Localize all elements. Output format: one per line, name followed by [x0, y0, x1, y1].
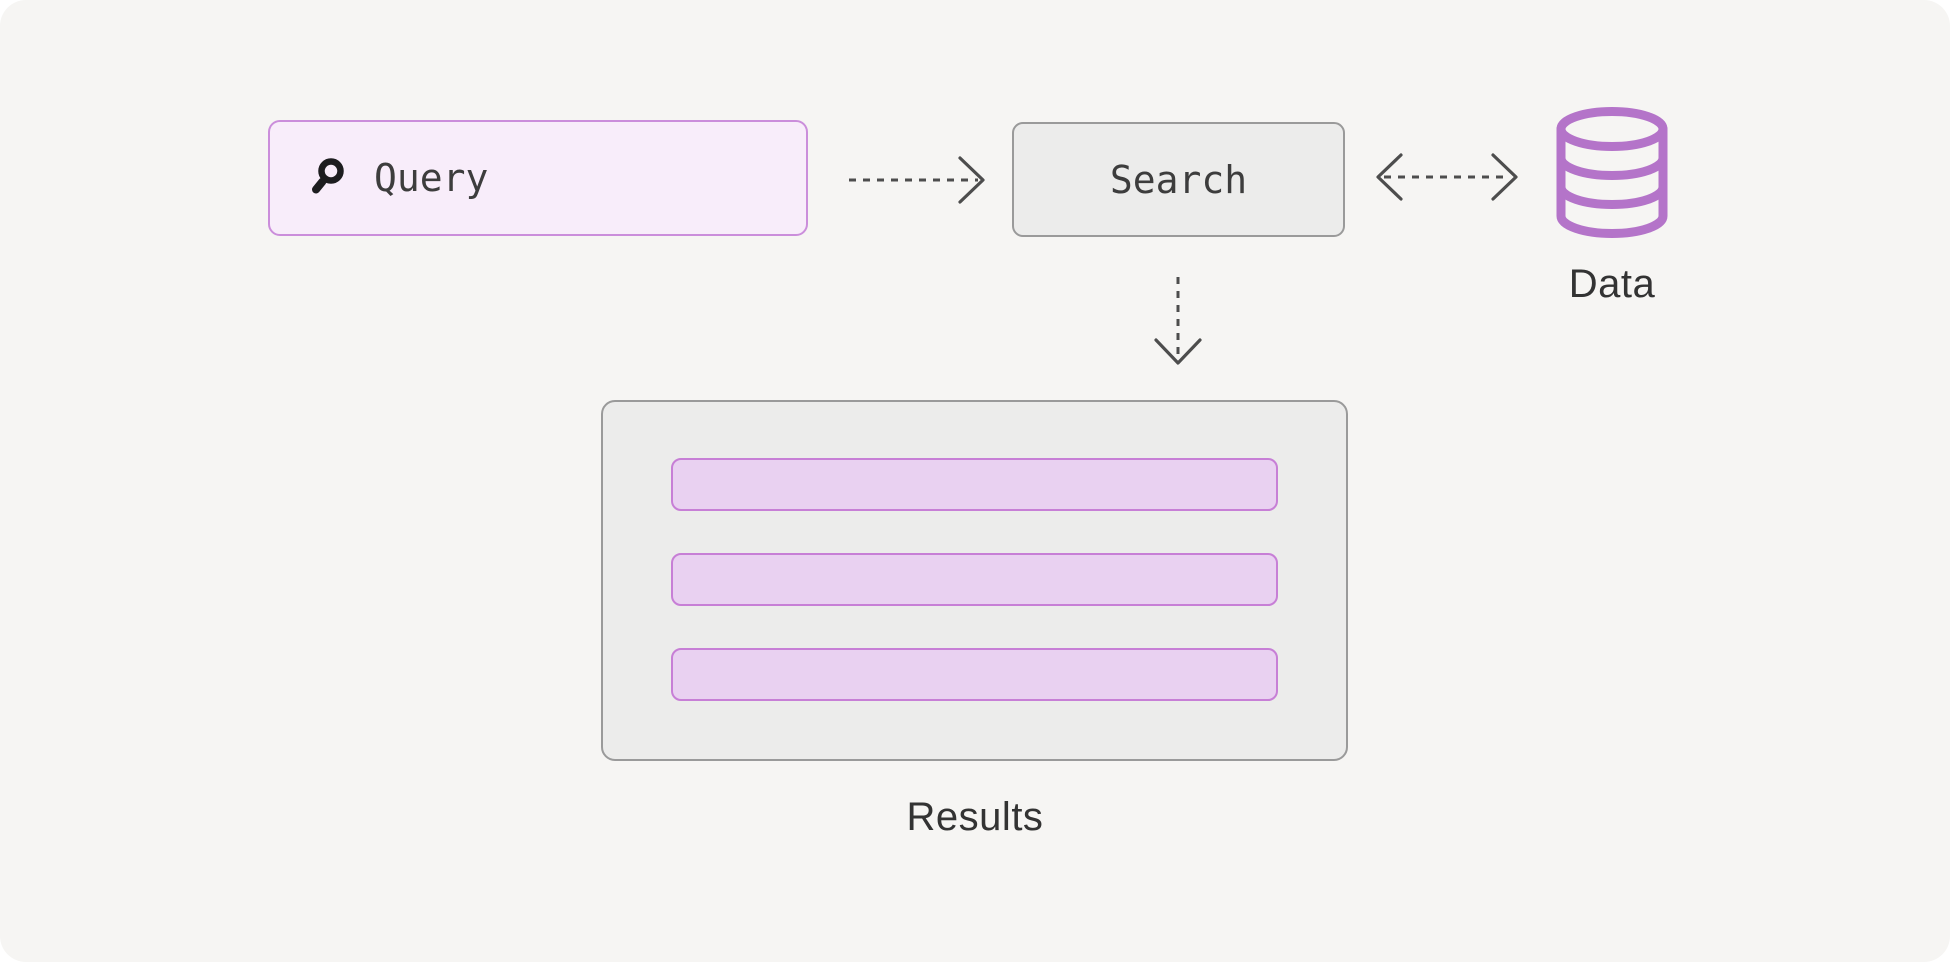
- query-input-box[interactable]: Query: [268, 120, 808, 236]
- result-row: [671, 648, 1278, 701]
- result-row: [671, 458, 1278, 511]
- database-icon: [1542, 104, 1682, 244]
- search-button-box[interactable]: Search: [1012, 122, 1345, 237]
- results-label: Results: [906, 795, 1044, 839]
- search-icon: [310, 157, 346, 199]
- arrow-query-to-search: [846, 149, 990, 211]
- data-label: Data: [1568, 262, 1656, 306]
- arrow-search-to-results: [1148, 274, 1208, 370]
- query-label: Query: [374, 156, 489, 200]
- search-label: Search: [1109, 157, 1248, 202]
- result-row: [671, 553, 1278, 606]
- arrow-search-data-bidirectional: [1374, 146, 1520, 208]
- results-panel: [601, 400, 1348, 761]
